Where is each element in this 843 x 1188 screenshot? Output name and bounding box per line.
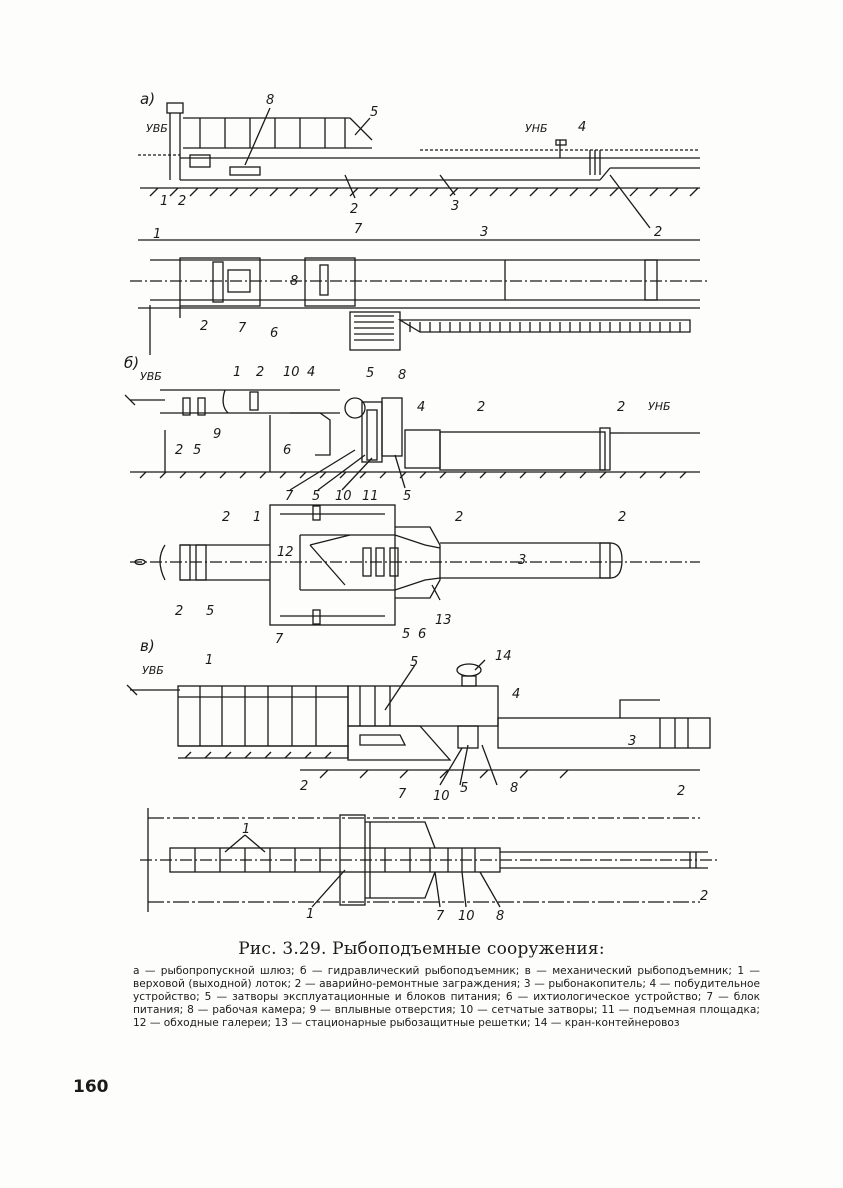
callout-1: 1 <box>153 227 161 242</box>
level-label-upper: УВБ <box>146 122 168 135</box>
callout-5: 5 <box>193 443 201 458</box>
panel-c-section: в) УВБ <box>126 637 711 804</box>
level-label-upper: УВБ <box>140 370 162 383</box>
panel-c-plan: 1 1 7 10 8 2 <box>140 808 720 924</box>
callout-13: 13 <box>435 613 452 628</box>
level-label-lower: УНБ <box>648 400 671 413</box>
callout-2: 2 <box>175 443 183 458</box>
panel-a-section: а) УВБ УНБ <box>138 90 700 229</box>
callout-7: 7 <box>238 321 247 336</box>
callout-14: 14 <box>495 649 512 664</box>
callout-2: 2 <box>617 400 625 415</box>
callout-2: 2 <box>700 889 708 904</box>
callout-5: 5 <box>366 366 374 381</box>
callout-5: 5 <box>403 489 411 504</box>
callout-2: 2 <box>200 319 208 334</box>
callout-6: 6 <box>283 443 291 458</box>
panel-a-plan: 1 3 2 7 8 2 7 6 <box>130 222 710 355</box>
callout-8: 8 <box>510 781 518 796</box>
callout-2: 2 <box>222 510 230 525</box>
panel-b-plan: 2 1 2 2 12 3 2 5 5 6 13 7 <box>130 504 700 647</box>
figure-caption-title: Рис. 3.29. Рыбоподъемные сооружения: <box>238 939 605 959</box>
callout-1: 1 <box>242 822 250 837</box>
callout-8: 8 <box>398 368 406 383</box>
callout-4: 4 <box>512 687 520 702</box>
callout-1: 1 <box>205 653 213 668</box>
panel-b-section: б) УВБ УНБ 1 2 1 <box>124 354 700 504</box>
callout-7: 7 <box>354 222 363 237</box>
callout-3: 3 <box>480 225 488 240</box>
callout-10: 10 <box>433 789 450 804</box>
callout-12: 12 <box>277 545 294 560</box>
callout-10: 10 <box>458 909 475 924</box>
callout-1: 1 <box>253 510 261 525</box>
callout-10: 10 <box>283 365 300 380</box>
callout-4: 4 <box>307 365 315 380</box>
callout-2: 2 <box>175 604 183 619</box>
callout-5: 5 <box>410 655 418 670</box>
callout-3: 3 <box>628 734 636 749</box>
callout-5: 5 <box>206 604 214 619</box>
callout-2: 2 <box>350 202 358 217</box>
callout-6: 8 <box>266 93 274 108</box>
callout-8: 8 <box>290 274 298 289</box>
page-number: 160 <box>73 1077 109 1097</box>
figure-caption-legend: а — рыбопропускной шлюз; б — гидравличес… <box>133 965 760 1029</box>
callout-2: 2 <box>256 365 264 380</box>
panel-label-c: в) <box>140 637 155 655</box>
callout-7: 7 <box>436 909 445 924</box>
callout-4: 4 <box>417 400 425 415</box>
callout-7: 7 <box>398 787 407 802</box>
level-label-lower: УНБ <box>525 122 548 135</box>
callout-3: 3 <box>451 199 459 214</box>
callout-1: 1 <box>306 907 314 922</box>
callout-11: 11 <box>362 489 379 504</box>
callout-2: 2 <box>178 194 186 209</box>
callout-5: 5 <box>402 627 410 642</box>
callout-6: 6 <box>270 326 278 341</box>
callout-3: 3 <box>518 553 526 568</box>
callout-5: 5 <box>370 105 378 120</box>
callout-7: 7 <box>285 489 294 504</box>
callout-5: 5 <box>312 489 320 504</box>
callout-10: 10 <box>335 489 352 504</box>
callout-2: 2 <box>300 779 308 794</box>
callout-1: 1 <box>160 194 168 209</box>
callout-2: 2 <box>654 225 662 240</box>
callout-5: 5 <box>460 781 468 796</box>
callout-2: 2 <box>477 400 485 415</box>
panel-label-b: б) <box>124 354 139 372</box>
callout-2: 2 <box>618 510 626 525</box>
callout-9: 9 <box>213 427 221 442</box>
callout-6: 6 <box>418 627 426 642</box>
callout-1: 1 <box>233 365 241 380</box>
panel-label-a: а) <box>140 90 155 108</box>
callout-2: 2 <box>455 510 463 525</box>
callout-7: 7 <box>275 632 284 647</box>
callout-8: 8 <box>496 909 504 924</box>
callout-2: 2 <box>677 784 685 799</box>
level-label-upper: УВБ <box>142 664 164 677</box>
callout-4: 4 <box>578 120 586 135</box>
